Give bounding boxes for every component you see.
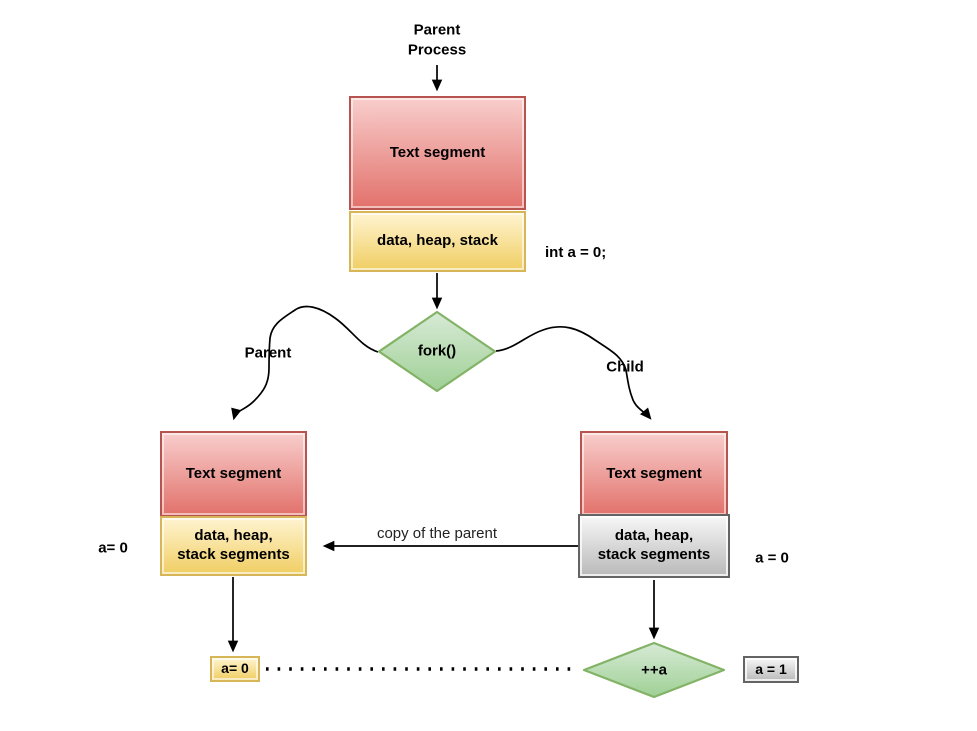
child-final-value-box: a = 1 [743, 656, 799, 683]
int-a-annotation: int a = 0; [545, 244, 607, 261]
child-branch-label: Child [606, 358, 644, 376]
parent-text-segment-box: Text segment [349, 96, 526, 210]
child-branch-text-segment-box: Text segment [580, 431, 728, 517]
arrow-fork-to-parent-branch [231, 305, 379, 421]
fork-diamond [377, 310, 497, 393]
parent-branch-text-segment-box: Text segment [160, 431, 307, 517]
fork-label: fork() [417, 342, 457, 360]
increment-label: ++a [641, 661, 667, 679]
parent-process-title: Parent Process [407, 21, 467, 59]
parent-data-segment-box: data, heap, stack [349, 211, 526, 272]
parent-final-value-box: a= 0 [210, 656, 260, 682]
child-branch-data-segment-box: data, heap, stack segments [578, 514, 730, 578]
child-a-value-label: a = 0 [755, 549, 789, 567]
parent-a-value-label: a= 0 [98, 539, 128, 557]
increment-diamond [582, 641, 726, 699]
parent-branch-label: Parent [244, 344, 292, 362]
parent-branch-data-segment-box: data, heap, stack segments [160, 516, 307, 576]
copy-of-parent-label: copy of the parent [376, 525, 498, 542]
arrow-fork-to-child-branch [495, 326, 652, 420]
